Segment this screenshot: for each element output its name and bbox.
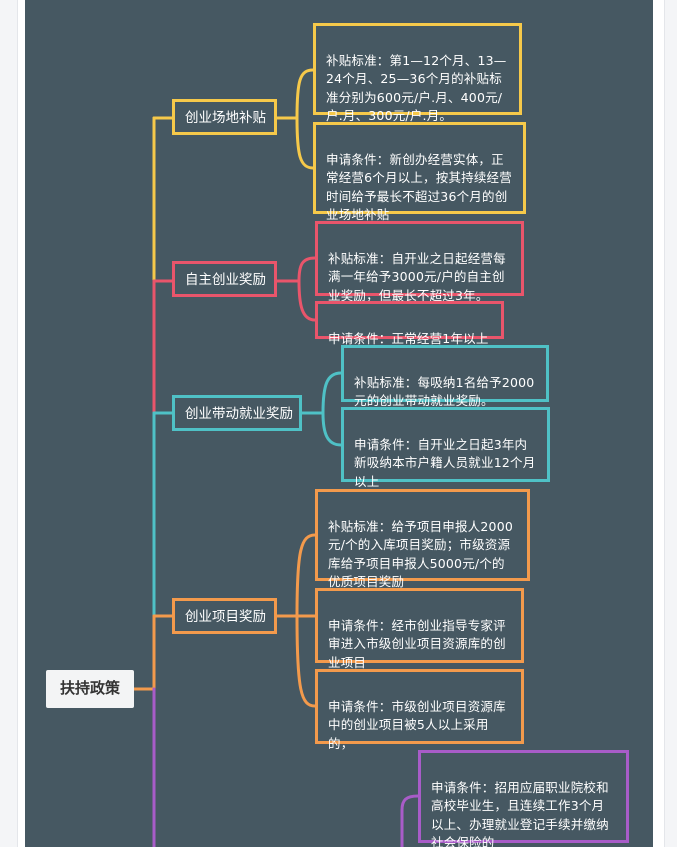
leaf-employment-driven-condition: 申请条件：自开业之日起3年内新吸纳本市户籍人员就业12个月以上 bbox=[341, 407, 550, 489]
connector-line bbox=[295, 533, 317, 618]
leaf-employment-driven-standard: 补贴标准：每吸纳1名给予2000元的创业带动就业奖励。 bbox=[341, 345, 549, 408]
leaf-text: 补贴标准：给予项目申报人2000元/个的入库项目奖励；市级资源库给予项目申报人5… bbox=[328, 518, 514, 590]
leaf-project-award-standard: 补贴标准：给予项目申报人2000元/个的入库项目奖励；市级资源库给予项目申报人5… bbox=[315, 489, 530, 589]
leaf-text: 申请条件：自开业之日起3年内新吸纳本市户籍人员就业12个月以上 bbox=[354, 436, 536, 489]
connector-line bbox=[321, 411, 343, 447]
leaf-site-subsidy-standard: 补贴标准：第1—12个月、13—24个月、25—36个月的补贴标准分别为600元… bbox=[313, 23, 522, 123]
connector-line bbox=[297, 256, 317, 283]
mindmap-canvas: 扶持政策 创业场地补贴 补贴标准：第1—12个月、13—24个月、25—36个月… bbox=[25, 0, 653, 847]
leaf-self-employment-standard: 补贴标准：自开业之日起经营每满一年给予3000元/户的自主创业奖励，但最长不超过… bbox=[315, 221, 524, 303]
leaf-project-award-condition-1: 申请条件：经市创业指导专家评审进入市级创业项目资源库的创业项目 bbox=[315, 588, 524, 670]
connector-line bbox=[295, 116, 315, 170]
leaf-text: 申请条件：招用应届职业院校和高校毕业生，且连续工作3个月以上、办理就业登记手续并… bbox=[431, 779, 609, 847]
connector-line bbox=[297, 279, 317, 322]
leaf-text: 申请条件：经市创业指导专家评审进入市级创业项目资源库的创业项目 bbox=[328, 617, 506, 670]
connector-line bbox=[295, 68, 315, 120]
leaf-text: 申请条件：新创办经营实体，正常经营6个月以上，按其持续经营时间给予最长不超过36… bbox=[326, 151, 512, 223]
branch-employment-driven: 创业带动就业奖励 bbox=[172, 395, 302, 431]
root-label: 扶持政策 bbox=[59, 679, 120, 697]
leaf-site-subsidy-condition: 申请条件：新创办经营实体，正常经营6个月以上，按其持续经营时间给予最长不超过36… bbox=[313, 122, 526, 222]
branch-label: 自主创业奖励 bbox=[185, 272, 266, 288]
leaf-project-award-condition-2: 申请条件：市级创业项目资源库中的创业项目被5人以上采用的， bbox=[315, 669, 524, 751]
branch-label: 创业带动就业奖励 bbox=[185, 406, 293, 422]
connector-lines bbox=[132, 68, 420, 847]
leaf-text: 补贴标准：第1—12个月、13—24个月、25—36个月的补贴标准分别为600元… bbox=[326, 52, 507, 124]
connector-line bbox=[295, 614, 317, 708]
branch-project-award: 创业项目奖励 bbox=[172, 598, 277, 634]
connector-line bbox=[321, 371, 343, 415]
leaf-text: 申请条件：市级创业项目资源库中的创业项目被5人以上采用的， bbox=[328, 698, 506, 751]
leaf-self-employment-condition: 申请条件：正常经营1年以上 bbox=[315, 301, 504, 346]
leaf-text: 补贴标准：每吸纳1名给予2000元的创业带动就业奖励。 bbox=[354, 374, 535, 409]
branch-label: 创业项目奖励 bbox=[185, 609, 266, 625]
leaf-graduate-hiring-condition: 申请条件：招用应届职业院校和高校毕业生，且连续工作3个月以上、办理就业登记手续并… bbox=[418, 750, 629, 847]
branch-site-subsidy: 创业场地补贴 bbox=[172, 99, 277, 135]
branch-label: 创业场地补贴 bbox=[185, 110, 266, 126]
connector-line bbox=[400, 794, 420, 847]
branch-self-employment: 自主创业奖励 bbox=[172, 261, 277, 297]
leaf-text: 申请条件：正常经营1年以上 bbox=[328, 330, 489, 346]
root-node: 扶持政策 bbox=[46, 670, 134, 708]
leaf-text: 补贴标准：自开业之日起经营每满一年给予3000元/户的自主创业奖励，但最长不超过… bbox=[328, 250, 506, 303]
